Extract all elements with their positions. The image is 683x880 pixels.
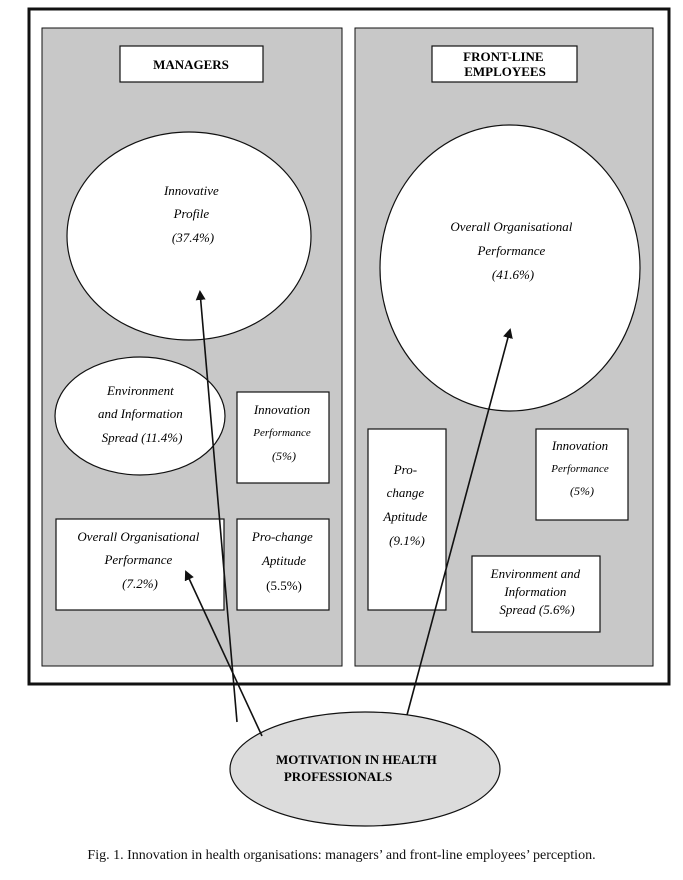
svg-text:Environment and Informatio: Environment and Information Spread (5.6%… bbox=[490, 566, 584, 617]
fl-innovation-performance-box bbox=[535, 428, 629, 521]
environment-line3: Spread (11.4%) bbox=[102, 430, 183, 445]
svg-text:Overall Organisational Per: Overall Organisational Performance (7.2%… bbox=[77, 529, 202, 591]
environment-information-ellipse bbox=[54, 356, 226, 476]
fl-innovation-line3: (5%) bbox=[570, 484, 594, 498]
fl-pro-change-line2: change bbox=[387, 485, 425, 500]
fl-pro-change-line4: (9.1%) bbox=[389, 533, 425, 548]
fl-pro-change-line3: Aptitude bbox=[382, 509, 427, 524]
arrow-to-overall-organisational bbox=[184, 570, 263, 737]
fl-pro-change-box bbox=[367, 428, 447, 611]
front-line-title-line2: EMPLOYEES bbox=[464, 64, 546, 79]
overall-organisational-line2: Performance bbox=[103, 552, 172, 567]
svg-text:Innovation Performance: Innovation Performance (5%) bbox=[550, 437, 612, 498]
figure-caption: Fig. 1. Innovation in health organisatio… bbox=[87, 848, 596, 863]
innovation-performance-line2: Performance bbox=[252, 427, 311, 439]
svg-text:Environment and Informatio: Environment and Information Spread (11.4… bbox=[98, 383, 186, 445]
innovation-performance-line3: (5%) bbox=[272, 449, 296, 463]
overall-organisational-line3: (7.2%) bbox=[122, 576, 158, 591]
managers-title-box bbox=[119, 45, 264, 83]
environment-line2: and Information bbox=[98, 406, 183, 421]
pro-change-line3: (5.5%) bbox=[266, 578, 302, 593]
svg-text:Innovation Performance: Innovation Performance (5%) bbox=[252, 401, 314, 463]
svg-text:Pro- change Aptitude: Pro- change Aptitude (9.1%) bbox=[382, 462, 430, 548]
front-line-title-line1: FRONT-LINE bbox=[463, 49, 543, 64]
fl-environment-line3: Spread (5.6%) bbox=[499, 602, 574, 617]
overall-organisational-ellipse bbox=[379, 124, 641, 412]
environment-line1: Environment bbox=[106, 383, 174, 398]
innovative-profile-line1: Innovative bbox=[163, 183, 219, 198]
fl-innovation-line1: Innovation bbox=[551, 438, 608, 453]
innovative-profile-ellipse bbox=[66, 131, 312, 341]
fl-pro-change-line1: Pro- bbox=[393, 462, 417, 477]
motivation-ellipse bbox=[229, 711, 501, 827]
fl-environment-line2: Information bbox=[503, 584, 566, 599]
fl-innovation-line2: Performance bbox=[550, 463, 609, 475]
front-line-title-box bbox=[431, 45, 578, 83]
fl-overall-line1: Overall Organisational bbox=[450, 219, 572, 234]
fl-environment-box bbox=[471, 555, 601, 633]
svg-text:Pro-change Aptitude: Pro-change Aptitude bbox=[251, 529, 316, 568]
pro-change-line1: Pro-change bbox=[251, 529, 313, 544]
fl-environment-line1: Environment and bbox=[490, 566, 581, 581]
arrow-to-innovative-profile bbox=[195, 290, 238, 723]
svg-text:Overall Organisational Per: Overall Organisational Performance (41.6… bbox=[450, 219, 575, 282]
pro-change-box bbox=[236, 518, 330, 611]
managers-title: MANAGERS bbox=[153, 57, 229, 72]
svg-text:FRONT-LINE EMPLOYEES: FRONT-LINE EMPLOYEES bbox=[463, 49, 547, 79]
innovative-profile-line3: (37.4%) bbox=[172, 230, 214, 245]
innovative-profile-line2: Profile bbox=[173, 206, 210, 221]
fl-overall-line2: Performance bbox=[476, 243, 545, 258]
fl-overall-line3: (41.6%) bbox=[492, 267, 534, 282]
svg-text:Innovative Profile (37: Innovative Profile (37.4%) bbox=[163, 183, 222, 245]
pro-change-line2: Aptitude bbox=[261, 553, 306, 568]
motivation-line2: PROFESSIONALS bbox=[284, 769, 392, 784]
motivation-line1: MOTIVATION IN HEALTH bbox=[276, 752, 437, 767]
svg-text:MOTIVATION IN HEALTH PROFE: MOTIVATION IN HEALTH PROFESSIONALS bbox=[276, 752, 440, 784]
arrow-to-fl-overall-organisational bbox=[406, 328, 513, 716]
overall-organisational-line1: Overall Organisational bbox=[77, 529, 199, 544]
innovation-performance-box bbox=[236, 391, 330, 484]
innovation-performance-line1: Innovation bbox=[253, 402, 310, 417]
